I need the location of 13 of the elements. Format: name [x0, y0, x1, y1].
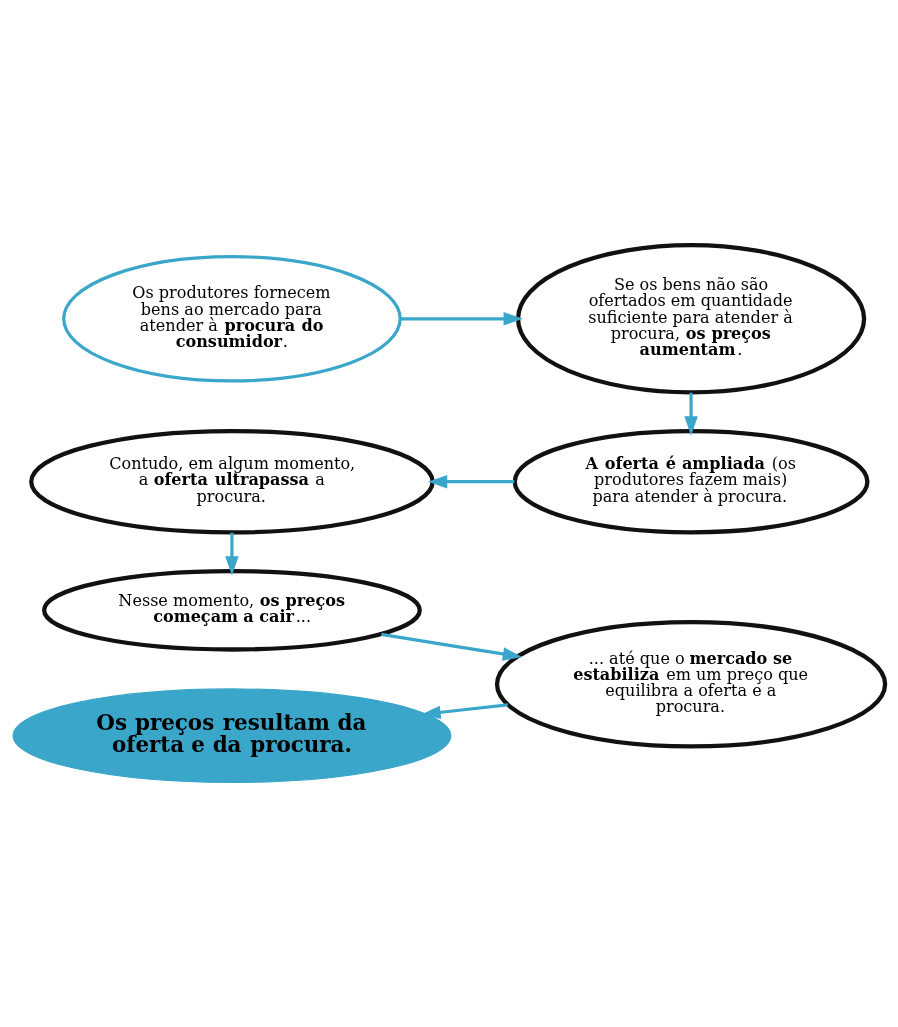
node-ellipse: Se os bens não são ofertados em quantidade suficiente para atender à procura, os preços aumentam. — [515, 242, 867, 395]
node-ellipse: Os produtores fornecem bens ao mercado para atender à procura do consumidor. — [62, 254, 402, 383]
node-ellipse: ... até que o mercado se estabiliza em um preço que equilibra a oferta e a procura. — [494, 619, 888, 749]
node-ellipse: A oferta é ampliada (os produtores fazem mais) para atender à procura. — [512, 428, 870, 534]
node-ellipse: Contudo, em algum momento, a oferta ultrapassa a procura. — [29, 428, 435, 534]
arrow — [421, 702, 508, 719]
arrow — [684, 392, 698, 436]
arrow — [427, 474, 515, 488]
node-ellipse: Os preços resultam da oferta e da procura. — [12, 687, 452, 783]
arrow — [381, 632, 523, 661]
arrow — [400, 311, 523, 326]
node-ellipse: Nesse momento, os preços começam a cair... — [42, 568, 422, 652]
arrow — [225, 532, 239, 575]
